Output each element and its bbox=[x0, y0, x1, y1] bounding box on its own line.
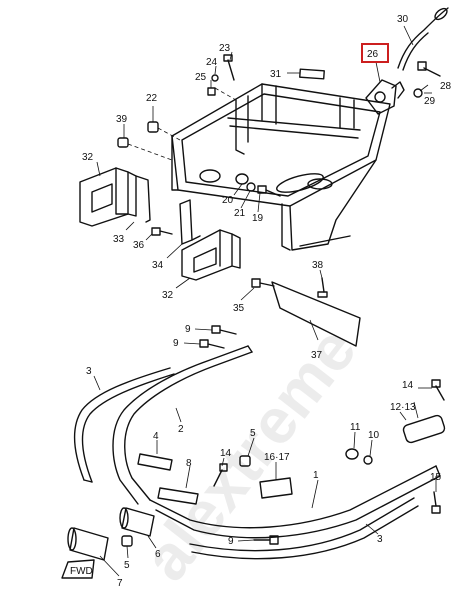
plate-part-37 bbox=[271, 281, 361, 347]
clamp-part-16-17 bbox=[259, 477, 293, 499]
callout-29: 29 bbox=[424, 96, 436, 107]
bushing-part-11 bbox=[345, 448, 359, 460]
fwd-label: FWD bbox=[70, 566, 93, 577]
nut-part-25 bbox=[207, 87, 216, 96]
main-frame-part-1 bbox=[149, 465, 441, 539]
bushing-part-20 bbox=[235, 173, 249, 185]
bracket-part-8 bbox=[157, 487, 199, 505]
callout-25: 25 bbox=[195, 72, 207, 83]
highlight-box-26 bbox=[361, 43, 389, 63]
callout-11: 11 bbox=[350, 422, 361, 433]
bolt-part-35 bbox=[251, 278, 275, 288]
collar-part-5-lower bbox=[121, 535, 133, 547]
callout-9-b: 9 bbox=[173, 338, 179, 349]
washer-part-10 bbox=[363, 455, 373, 465]
callout-7: 7 bbox=[117, 578, 123, 589]
callout-6: 6 bbox=[155, 549, 161, 560]
callout-22: 22 bbox=[146, 93, 158, 104]
callout-28: 28 bbox=[440, 81, 452, 92]
callout-15: 15 bbox=[430, 472, 442, 483]
callout-10: 10 bbox=[368, 430, 380, 441]
bolt-part-9-a bbox=[211, 325, 237, 335]
bracket-part-32-left bbox=[79, 167, 137, 227]
callout-24: 24 bbox=[206, 57, 218, 68]
callout-19: 19 bbox=[252, 213, 264, 224]
callout-5-lower: 5 bbox=[124, 560, 130, 571]
bar-part-33 bbox=[135, 175, 151, 223]
callout-32-left: 32 bbox=[82, 152, 94, 163]
callout-20: 20 bbox=[222, 195, 234, 206]
bracket-part-32-right bbox=[181, 229, 241, 281]
washer-part-21 bbox=[246, 182, 256, 192]
bolt-part-14-right bbox=[431, 379, 445, 401]
frame-rail-part-2 bbox=[112, 345, 253, 505]
callout-4: 4 bbox=[153, 431, 159, 442]
grommet-part-22 bbox=[147, 121, 181, 141]
callout-34: 34 bbox=[152, 260, 164, 271]
callout-8: 8 bbox=[186, 458, 192, 469]
bolt-part-28 bbox=[417, 61, 441, 77]
callout-38: 38 bbox=[312, 260, 324, 271]
plate-part-4 bbox=[137, 453, 173, 471]
lock-bracket-part-26 bbox=[365, 61, 405, 115]
callout-36: 36 bbox=[133, 240, 145, 251]
callout-31: 31 bbox=[270, 69, 282, 80]
collar-part-5-upper bbox=[239, 455, 251, 467]
callout-39: 39 bbox=[116, 114, 128, 125]
side-rail-part-3-bottom bbox=[189, 497, 419, 560]
callout-32-right: 32 bbox=[162, 290, 174, 301]
callout-14-right: 14 bbox=[402, 380, 414, 391]
callout-26: 26 bbox=[367, 49, 379, 60]
bumper-part-12-13 bbox=[402, 414, 446, 444]
bolt-part-9-c bbox=[253, 535, 279, 545]
callout-14-left: 14 bbox=[220, 448, 232, 459]
bolt-part-19 bbox=[257, 185, 281, 197]
callout-16-17: 16·17 bbox=[264, 452, 290, 463]
callout-9-a: 9 bbox=[185, 324, 191, 335]
bolt-part-14-left bbox=[213, 463, 228, 487]
callout-9-c: 9 bbox=[228, 536, 234, 547]
callout-2: 2 bbox=[178, 424, 184, 435]
screw-part-38 bbox=[317, 277, 328, 298]
seat-frame-part-31 bbox=[171, 68, 391, 251]
callout-35: 35 bbox=[233, 303, 245, 314]
callout-33: 33 bbox=[113, 234, 125, 245]
bracket-part-34 bbox=[179, 199, 201, 245]
washer-part-24 bbox=[211, 74, 219, 82]
leader-lines bbox=[93, 51, 437, 577]
pad-part-7 bbox=[67, 527, 109, 561]
bolt-part-9-b bbox=[199, 339, 225, 349]
callout-3-bottom: 3 bbox=[377, 534, 383, 545]
side-rail-part-3-left bbox=[73, 367, 175, 483]
callout-23: 23 bbox=[219, 43, 231, 54]
callout-1: 1 bbox=[313, 470, 319, 481]
bolt-part-36 bbox=[151, 227, 173, 236]
callout-12-13: 12·13 bbox=[390, 402, 416, 413]
washer-part-29 bbox=[413, 88, 423, 98]
cable-part-30 bbox=[397, 7, 449, 71]
cap-part-39 bbox=[117, 137, 173, 161]
callout-3-left: 3 bbox=[86, 366, 92, 377]
grip-part-6 bbox=[119, 507, 155, 537]
callout-21: 21 bbox=[234, 208, 246, 219]
fwd-arrow-icon: FWD bbox=[61, 559, 95, 579]
bolt-part-23 bbox=[223, 54, 235, 81]
callout-30: 30 bbox=[397, 14, 409, 25]
callout-5-upper: 5 bbox=[250, 428, 256, 439]
callout-37: 37 bbox=[311, 350, 323, 361]
bolt-part-15 bbox=[431, 491, 441, 514]
